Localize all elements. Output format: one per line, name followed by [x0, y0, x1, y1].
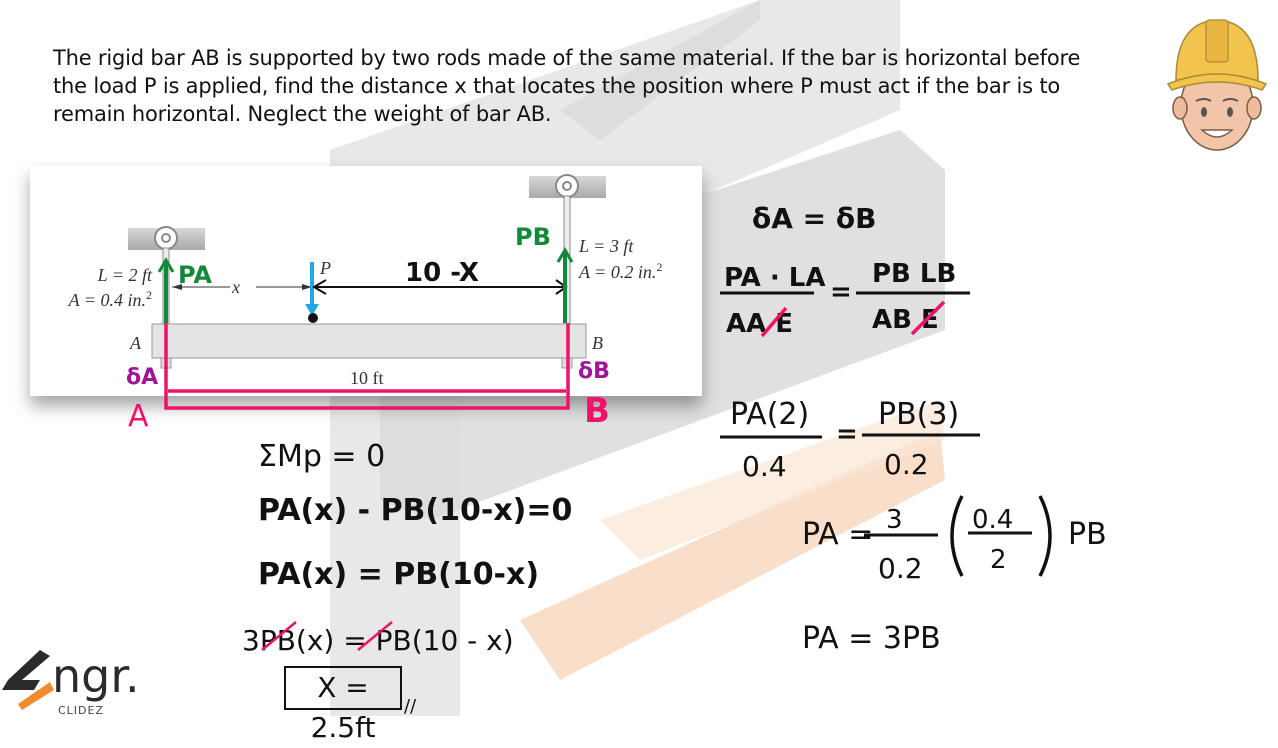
logo-text: ngr.: [52, 649, 140, 703]
rod-a-length: L = 2 ft: [97, 265, 153, 285]
rod-a-area: A = 0.4 in.2: [68, 288, 152, 310]
problem-line-1: The rigid bar AB is supported by two rod…: [53, 46, 1081, 70]
rod-b: [563, 195, 571, 325]
x-dimension-label: x: [231, 277, 240, 297]
answer-box: X = 2.5ft: [284, 666, 402, 744]
engineer-avatar-icon: [1166, 19, 1268, 151]
end-label-a: A: [129, 333, 142, 353]
rigid-bar: [151, 323, 587, 359]
rod-b-area: A = 0.2 in.2: [578, 260, 662, 282]
beam-diagram: L = 2 ft A = 0.4 in.2 L = 3 ft A = 0.2 i…: [30, 166, 702, 396]
problem-line-3: remain horizontal. Neglect the weight of…: [53, 102, 552, 126]
beam-diagram-drawing: L = 2 ft A = 0.4 in.2 L = 3 ft A = 0.2 i…: [68, 174, 662, 388]
engr-clidez-logo: ngr.: [2, 649, 140, 710]
answer-text: X = 2.5ft: [310, 671, 376, 744]
end-label-b: B: [592, 333, 603, 353]
rod-b-length: L = 3 ft: [578, 236, 634, 256]
rod-a: [162, 247, 170, 325]
problem-line-2: the load P is applied, find the distance…: [53, 74, 1061, 98]
load-label: P: [319, 258, 331, 278]
span-label: 10 ft: [350, 368, 384, 388]
problem-statement: The rigid bar AB is supported by two rod…: [53, 44, 1153, 128]
logo-subtitle: CLIDEZ: [58, 704, 105, 717]
